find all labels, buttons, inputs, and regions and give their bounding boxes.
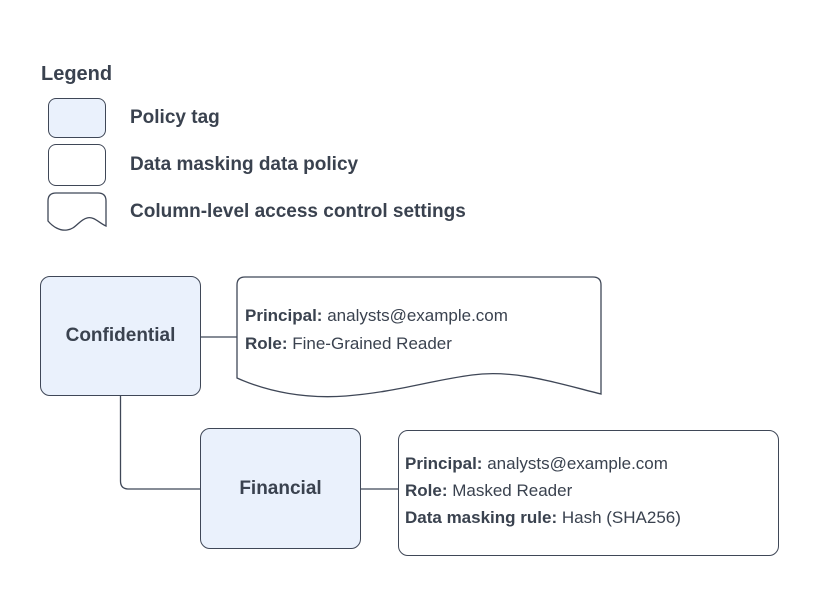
principal-value: analysts@example.com [487, 454, 668, 473]
legend-document-swatch [47, 192, 107, 231]
masking-rule-value: Hash (SHA256) [561, 508, 681, 527]
legend-item-policy-tag: Policy tag [130, 107, 220, 128]
legend-policy-tag-swatch [48, 98, 106, 138]
role-value: Masked Reader [452, 481, 573, 500]
legend-data-policy-swatch [48, 144, 106, 186]
connector-confidential-to-financial [119, 396, 200, 490]
principal-value: analysts@example.com [327, 306, 508, 325]
masking-policy-role-line: Role: Masked Reader [405, 477, 681, 504]
policy-tag-financial: Financial [200, 428, 361, 549]
policy-tag-confidential-label: Confidential [65, 325, 176, 346]
role-label: Role: [405, 481, 448, 500]
role-value: Fine-Grained Reader [292, 334, 452, 353]
role-label: Role: [245, 334, 288, 353]
masking-policy-panel [398, 430, 779, 556]
principal-label: Principal: [245, 306, 323, 325]
access-settings-principal-line: Principal: analysts@example.com [245, 302, 508, 330]
access-settings-document-shape [236, 276, 602, 398]
legend-title: Legend [41, 63, 113, 85]
access-settings-role-line: Role: Fine-Grained Reader [245, 330, 508, 358]
masking-policy-text: Principal: analysts@example.com Role: Ma… [405, 450, 681, 531]
policy-tag-financial-label: Financial [239, 477, 322, 499]
masking-policy-principal-line: Principal: analysts@example.com [405, 450, 681, 477]
masking-policy-rule-line: Data masking rule: Hash (SHA256) [405, 504, 681, 531]
policy-tag-confidential: Confidential [40, 276, 201, 396]
legend-item-data-masking-policy: Data masking data policy [130, 154, 359, 175]
masking-rule-label: Data masking rule: [405, 508, 558, 527]
legend-item-column-access-settings: Column-level access control settings [130, 201, 466, 222]
principal-label: Principal: [405, 454, 483, 473]
access-settings-text: Principal: analysts@example.com Role: Fi… [245, 302, 508, 358]
